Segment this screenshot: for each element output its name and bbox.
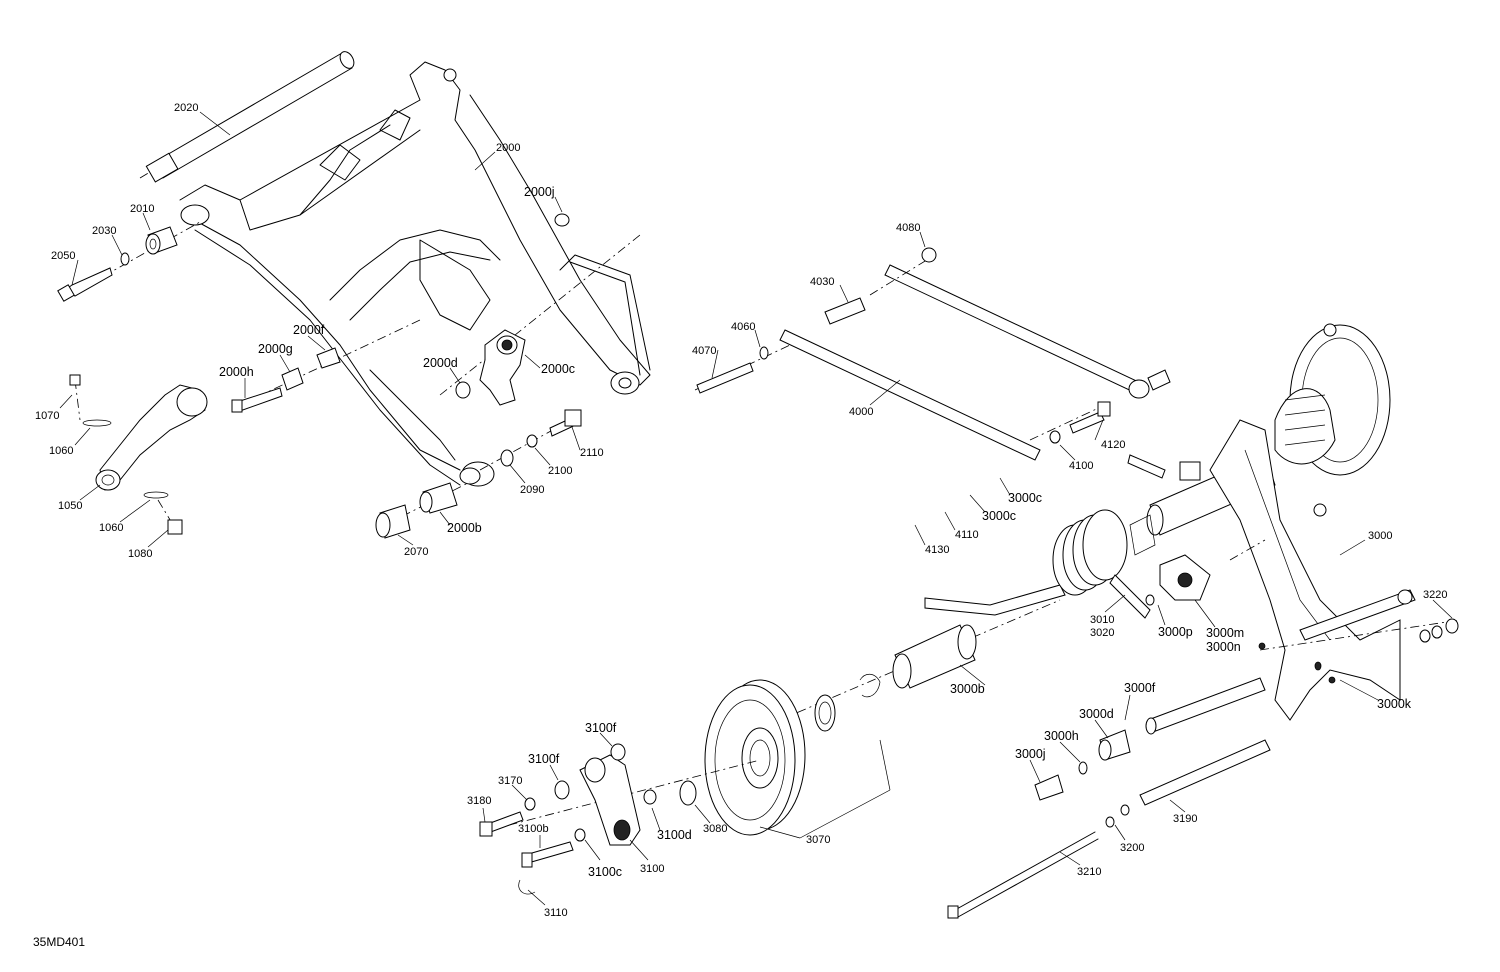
bushings-2070-2000b (375, 481, 471, 539)
callout-3100f-lower: 3100f (528, 752, 560, 766)
callout-3190: 3190 (1173, 813, 1197, 825)
arm-2000 (179, 61, 651, 487)
arm-3100 (479, 743, 761, 895)
shaft-2020 (139, 51, 355, 183)
callout-3000k: 3000k (1377, 697, 1412, 711)
callout-3100: 3100 (640, 863, 664, 875)
callout-2000f: 2000f (293, 323, 325, 337)
callout-2050: 2050 (51, 250, 75, 262)
callout-3110: 3110 (544, 907, 568, 919)
wheel-3070 (704, 679, 891, 839)
callout-3080: 3080 (703, 823, 727, 835)
callout-3070: 3070 (806, 834, 830, 846)
callout-3000j: 3000j (1015, 747, 1046, 761)
callout-3000p: 3000p (1158, 625, 1193, 639)
callout-4110: 4110 (955, 529, 979, 541)
callout-3170: 3170 (498, 775, 522, 787)
callout-2000g: 2000g (258, 342, 293, 356)
callout-2070: 2070 (404, 546, 428, 558)
callout-4080: 4080 (896, 222, 920, 234)
hardware-2010-2030-2050 (57, 221, 201, 302)
callout-2010: 2010 (130, 203, 154, 215)
callout-3000: 3000 (1368, 530, 1392, 542)
leader-lines (59, 111, 1453, 906)
callout-1070: 1070 (35, 410, 59, 422)
callout-3000b: 3000b (950, 682, 985, 696)
arm-3000 (1127, 323, 1461, 721)
callout-2090: 2090 (520, 484, 544, 496)
sleeve-3000b (779, 599, 1061, 721)
callout-3100c: 3100c (588, 865, 622, 879)
callout-3000c-lower: 3000c (982, 509, 1016, 523)
callout-2000c: 2000c (541, 362, 575, 376)
callout-3180: 3180 (467, 795, 491, 807)
callout-2020: 2020 (174, 102, 198, 114)
callout-2000: 2000 (496, 142, 520, 154)
callout-3000n: 3000n (1206, 640, 1241, 654)
callout-4130: 4130 (925, 544, 949, 556)
callout-2000d: 2000d (423, 356, 458, 370)
bars-4000 (694, 247, 1171, 461)
callout-2110: 2110 (580, 447, 604, 459)
callout-2000h: 2000h (219, 365, 254, 379)
link-1050 (69, 374, 208, 535)
callout-3000m: 3000m (1206, 626, 1244, 640)
drawing-id-label: 35MD401 (33, 935, 86, 949)
callout-1060-upper: 1060 (49, 445, 73, 457)
callout-1050: 1050 (58, 500, 82, 512)
callout-labels: 2020 2000 2000j 2010 2030 2050 2000f 200… (35, 102, 1447, 919)
callout-3210: 3210 (1077, 866, 1101, 878)
callout-3200: 3200 (1120, 842, 1144, 854)
callout-4000: 4000 (849, 406, 873, 418)
callout-3000h: 3000h (1044, 729, 1079, 743)
callout-3220: 3220 (1423, 589, 1447, 601)
upper-arm-assembly (57, 51, 651, 539)
callout-4070: 4070 (692, 345, 716, 357)
callout-3010: 3010 (1090, 614, 1114, 626)
callout-2100: 2100 (548, 465, 572, 477)
callout-3000d: 3000d (1079, 707, 1114, 721)
callout-3020: 3020 (1090, 627, 1114, 639)
hardware-2090-2110 (479, 409, 582, 471)
callout-3100d: 3100d (657, 828, 692, 842)
callout-3000c-upper: 3000c (1008, 491, 1042, 505)
bracket-2000c-2000d (439, 213, 641, 406)
hardware-2000f-2000g-2000h (231, 319, 421, 413)
callout-1060-lower: 1060 (99, 522, 123, 534)
callout-4100: 4100 (1069, 460, 1093, 472)
callout-2030: 2030 (92, 225, 116, 237)
callout-3000f: 3000f (1124, 681, 1156, 695)
callout-4030: 4030 (810, 276, 834, 288)
callout-1080: 1080 (128, 548, 152, 560)
shafts-3190-3210 (947, 677, 1271, 919)
callout-3100f-upper: 3100f (585, 721, 617, 735)
callout-3100b: 3100b (518, 823, 549, 835)
callout-2000b: 2000b (447, 521, 482, 535)
spring-3010 (924, 509, 1151, 619)
callout-4060: 4060 (731, 321, 755, 333)
callout-2000j: 2000j (524, 185, 555, 199)
callout-4120: 4120 (1101, 439, 1125, 451)
